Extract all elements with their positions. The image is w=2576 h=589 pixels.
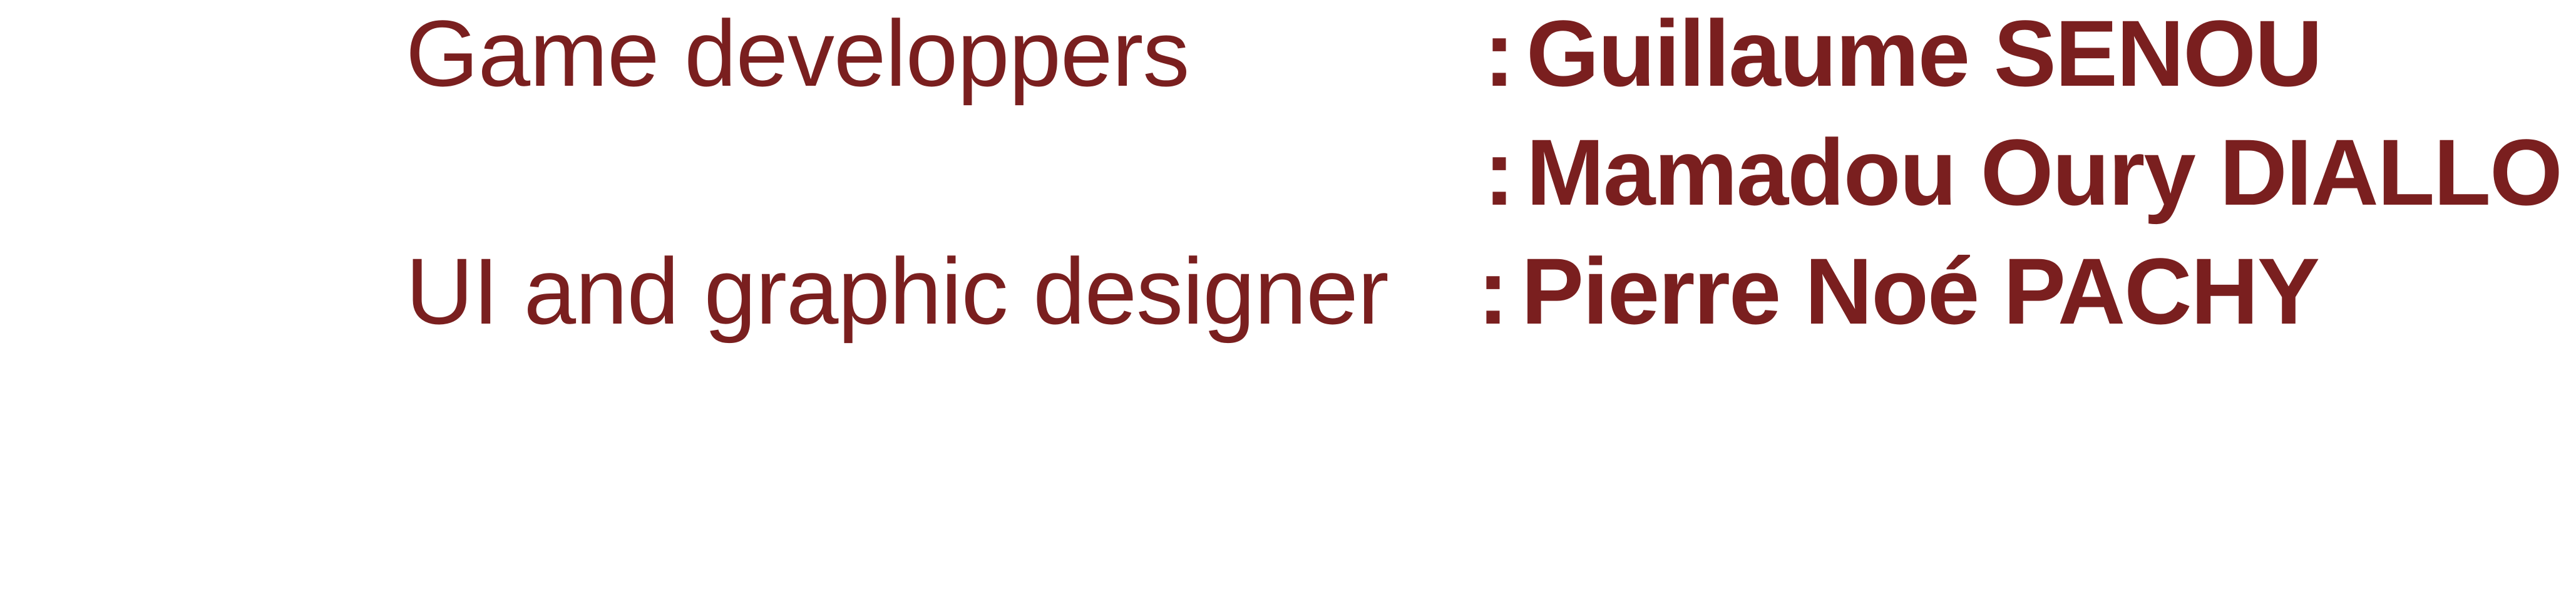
credit-row-game-developer-2: : Mamadou Oury DIALLO xyxy=(0,119,2576,238)
credit-row-designer: UI and graphic designer : Pierre Noé PAC… xyxy=(0,238,2576,357)
credit-name: Pierre Noé PACHY xyxy=(1521,238,2320,344)
credit-name: Mamadou Oury DIALLO xyxy=(1526,120,2563,225)
separator-colon: : xyxy=(1484,120,1515,225)
role-label: UI and graphic designer xyxy=(406,238,1389,344)
separator-colon: : xyxy=(1484,1,1515,106)
credit-name: Guillaume SENOU xyxy=(1526,1,2322,106)
role-label: Game developpers xyxy=(406,1,1189,106)
credit-row-game-developer-1: Game developpers : Guillaume SENOU xyxy=(0,0,2576,119)
separator-colon: : xyxy=(1477,238,1509,344)
